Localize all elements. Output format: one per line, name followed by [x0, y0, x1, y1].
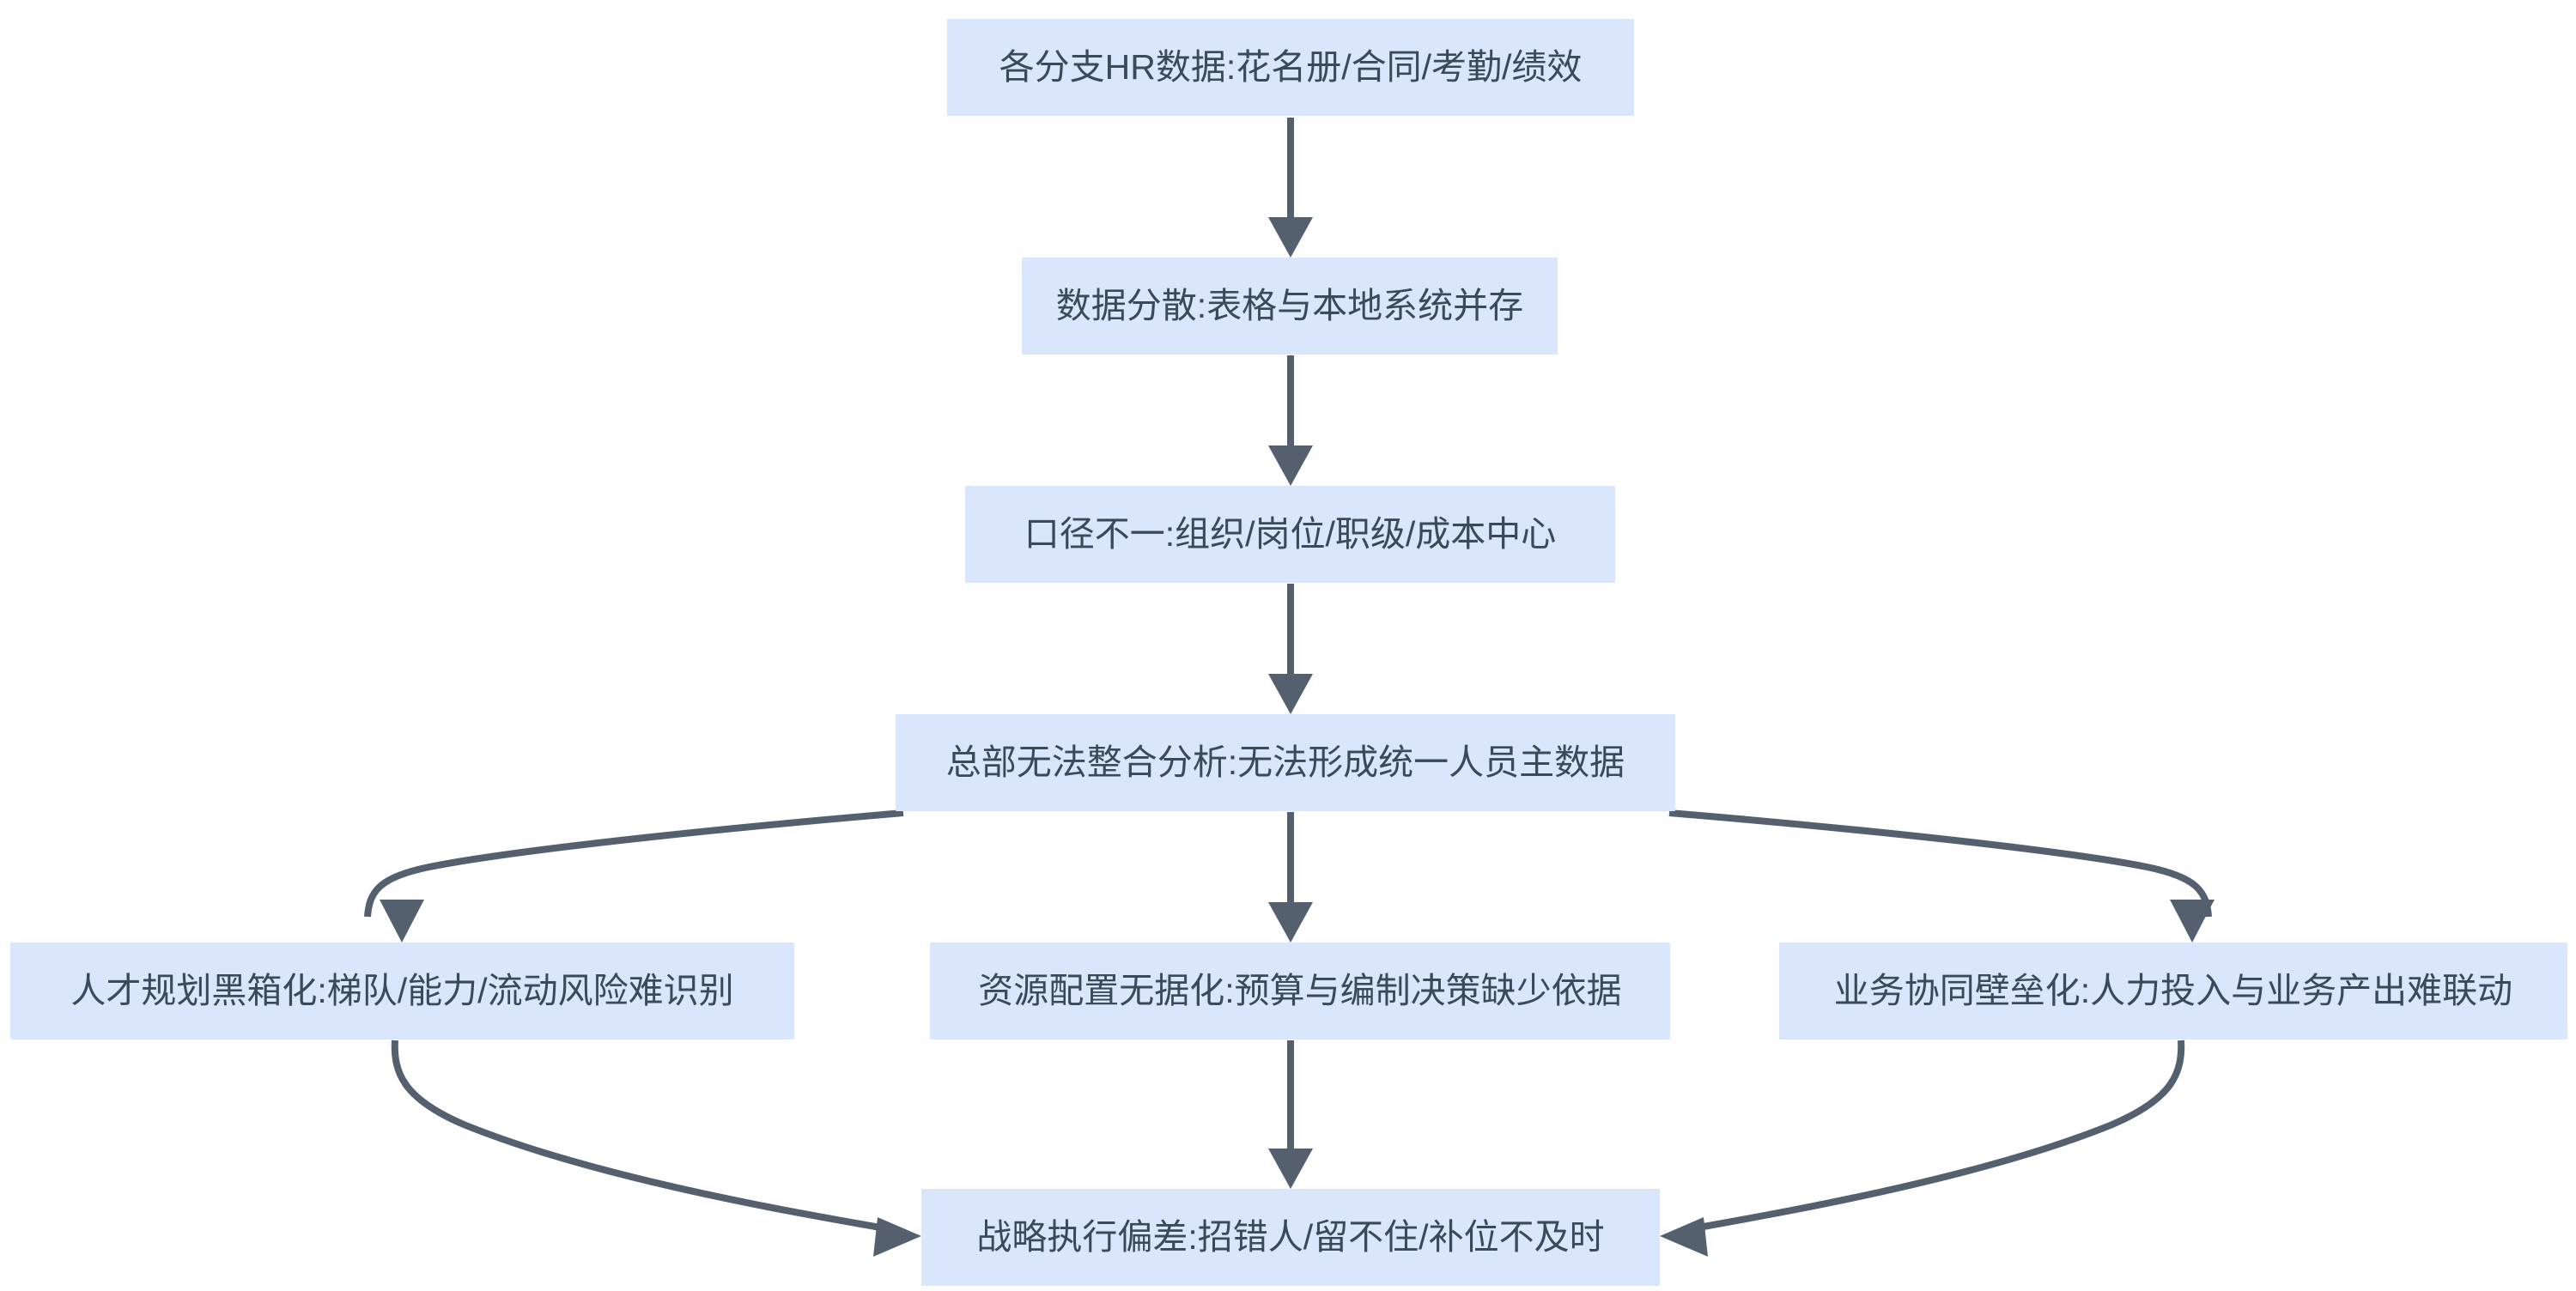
- arrowhead-icon: [1268, 1149, 1313, 1189]
- edge-n4-n6: [1268, 812, 1313, 942]
- node-data-dispersion[interactable]: 数据分散:表格与本地系统并存: [1022, 258, 1558, 355]
- node-talent-planning-blackbox[interactable]: 人才规划黑箱化:梯队/能力/流动风险难识别: [10, 942, 794, 1039]
- arrowhead-icon: [1268, 445, 1313, 486]
- edge-n4-n7: [1668, 809, 2215, 942]
- node-strategy-execution-deviation[interactable]: 战略执行偏差:招错人/留不住/补位不及时: [921, 1189, 1660, 1286]
- node-label: 资源配置无据化:预算与编制决策缺少依据: [978, 970, 1622, 1010]
- edge-n6-n8: [1268, 1040, 1313, 1189]
- node-label: 业务协同壁垒化:人力投入与业务产出难联动: [1833, 970, 2513, 1010]
- edge-line: [364, 809, 904, 918]
- edge-n5-n8: [391, 1039, 921, 1257]
- node-label: 口径不一:组织/岗位/职级/成本中心: [1024, 513, 1557, 554]
- node-business-collaboration-silos[interactable]: 业务协同壁垒化:人力投入与业务产出难联动: [1779, 942, 2567, 1039]
- edge-n3-n4: [1268, 584, 1313, 714]
- edge-n4-n5: [364, 809, 904, 942]
- node-inconsistent-definitions[interactable]: 口径不一:组织/岗位/职级/成本中心: [965, 486, 1615, 583]
- edge-n1-n2: [1268, 118, 1313, 258]
- node-label: 人才规划黑箱化:梯队/能力/流动风险难识别: [70, 970, 734, 1010]
- edge-n2-n3: [1268, 355, 1313, 486]
- node-label: 各分支HR数据:花名册/合同/考勤/绩效: [999, 46, 1583, 87]
- node-label: 战略执行偏差:招错人/留不住/补位不及时: [976, 1216, 1605, 1257]
- edge-line: [1668, 809, 2212, 918]
- edge-line: [1684, 1039, 2185, 1233]
- arrowhead-icon: [873, 1217, 921, 1257]
- arrowhead-icon: [1268, 217, 1313, 258]
- node-branch-hr-data[interactable]: 各分支HR数据:花名册/合同/考勤/绩效: [947, 19, 1634, 116]
- arrowhead-icon: [2170, 900, 2215, 942]
- node-label: 总部无法整合分析:无法形成统一人员主数据: [945, 742, 1625, 782]
- node-resource-allocation-unfounded[interactable]: 资源配置无据化:预算与编制决策缺少依据: [930, 942, 1670, 1039]
- arrowhead-icon: [380, 900, 424, 942]
- edge-line: [391, 1039, 896, 1233]
- edge-n7-n8: [1660, 1039, 2185, 1257]
- arrowhead-icon: [1268, 902, 1313, 942]
- node-label: 数据分散:表格与本地系统并存: [1055, 285, 1524, 325]
- arrowhead-icon: [1660, 1217, 1708, 1257]
- arrowhead-icon: [1268, 674, 1313, 714]
- node-hq-cannot-integrate[interactable]: 总部无法整合分析:无法形成统一人员主数据: [896, 714, 1675, 811]
